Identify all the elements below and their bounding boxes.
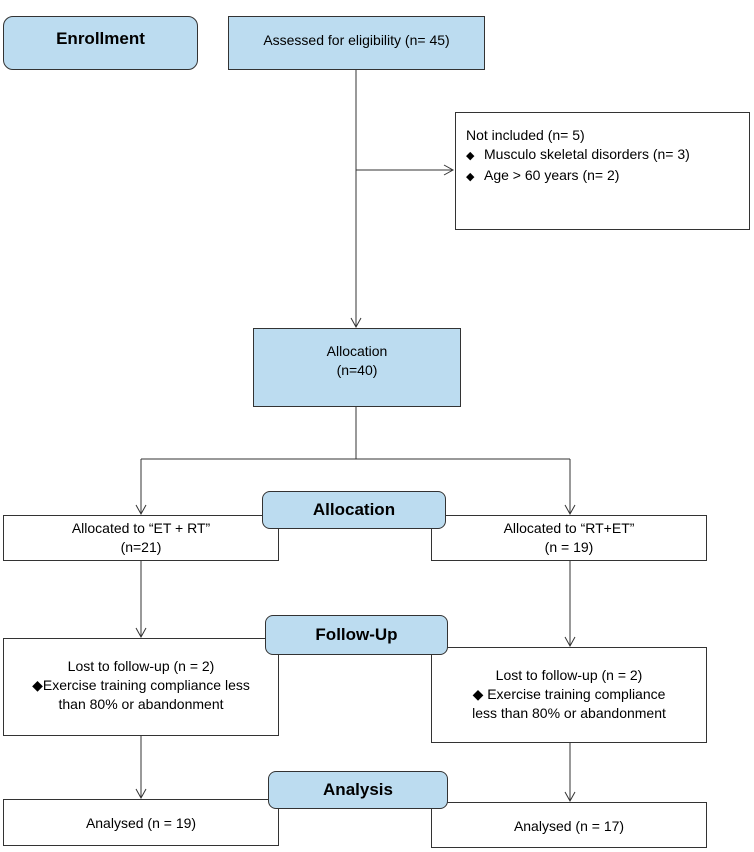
not-included-title: Not included (n= 5) — [466, 127, 585, 143]
allocation-title: Allocation — [326, 343, 388, 359]
left-allocated-count: (n=21) — [120, 539, 162, 555]
not-included-item-text: Musculo skeletal disorders (n= 3) — [484, 146, 690, 162]
stage-analysis-label: Analysis — [323, 780, 393, 799]
not-included-item: ◆ Musculo skeletal disorders (n= 3) — [466, 145, 749, 166]
stage-follow-up-label: Follow-Up — [315, 625, 398, 644]
stage-enrollment: Enrollment — [3, 16, 198, 70]
assessed-box: Assessed for eligibility (n= 45) — [228, 16, 485, 70]
left-analysed-box: Analysed (n = 19) — [3, 799, 279, 846]
right-lost-detail: ◆ Exercise training compliance — [472, 686, 666, 702]
stage-allocation-label: Allocation — [312, 500, 396, 519]
not-included-item: ◆ Age > 60 years (n= 2) — [466, 166, 749, 187]
right-lost-title: Lost to follow-up (n = 2) — [495, 667, 643, 683]
diamond-bullet-icon: ◆ — [466, 171, 475, 183]
right-lost-detail: less than 80% or abandonment — [472, 705, 666, 721]
right-analysed-box: Analysed (n = 17) — [431, 802, 707, 848]
left-lost-title: Lost to follow-up (n = 2) — [67, 658, 215, 674]
left-lost-box: Lost to follow-up (n = 2) ◆Exercise trai… — [3, 638, 279, 736]
left-allocated-box: Allocated to “ET + RT” (n=21) — [3, 515, 279, 561]
stage-analysis: Analysis — [268, 771, 448, 809]
left-analysed-text: Analysed (n = 19) — [85, 815, 197, 831]
diamond-bullet-icon: ◆ — [466, 150, 475, 162]
not-included-item-text: Age > 60 years (n= 2) — [484, 167, 620, 183]
allocation-count: (n=40) — [336, 362, 378, 378]
left-allocated-text: Allocated to “ET + RT” — [71, 520, 211, 536]
stage-enrollment-label: Enrollment — [56, 29, 145, 48]
allocation-box: Allocation (n=40) — [253, 328, 461, 407]
right-analysed-text: Analysed (n = 17) — [513, 818, 625, 834]
right-lost-box: Lost to follow-up (n = 2) ◆ Exercise tra… — [431, 647, 707, 743]
right-allocated-count: (n = 19) — [544, 539, 594, 555]
left-lost-detail: ◆Exercise training compliance less — [32, 677, 250, 693]
right-allocated-box: Allocated to “RT+ET” (n = 19) — [431, 515, 707, 561]
not-included-box: Not included (n= 5) ◆ Musculo skeletal di… — [455, 112, 750, 230]
stage-allocation: Allocation — [262, 491, 446, 529]
assessed-text: Assessed for eligibility (n= 45) — [263, 32, 450, 48]
left-lost-detail: than 80% or abandonment — [58, 696, 224, 712]
right-allocated-text: Allocated to “RT+ET” — [503, 520, 635, 536]
stage-follow-up: Follow-Up — [265, 615, 448, 655]
